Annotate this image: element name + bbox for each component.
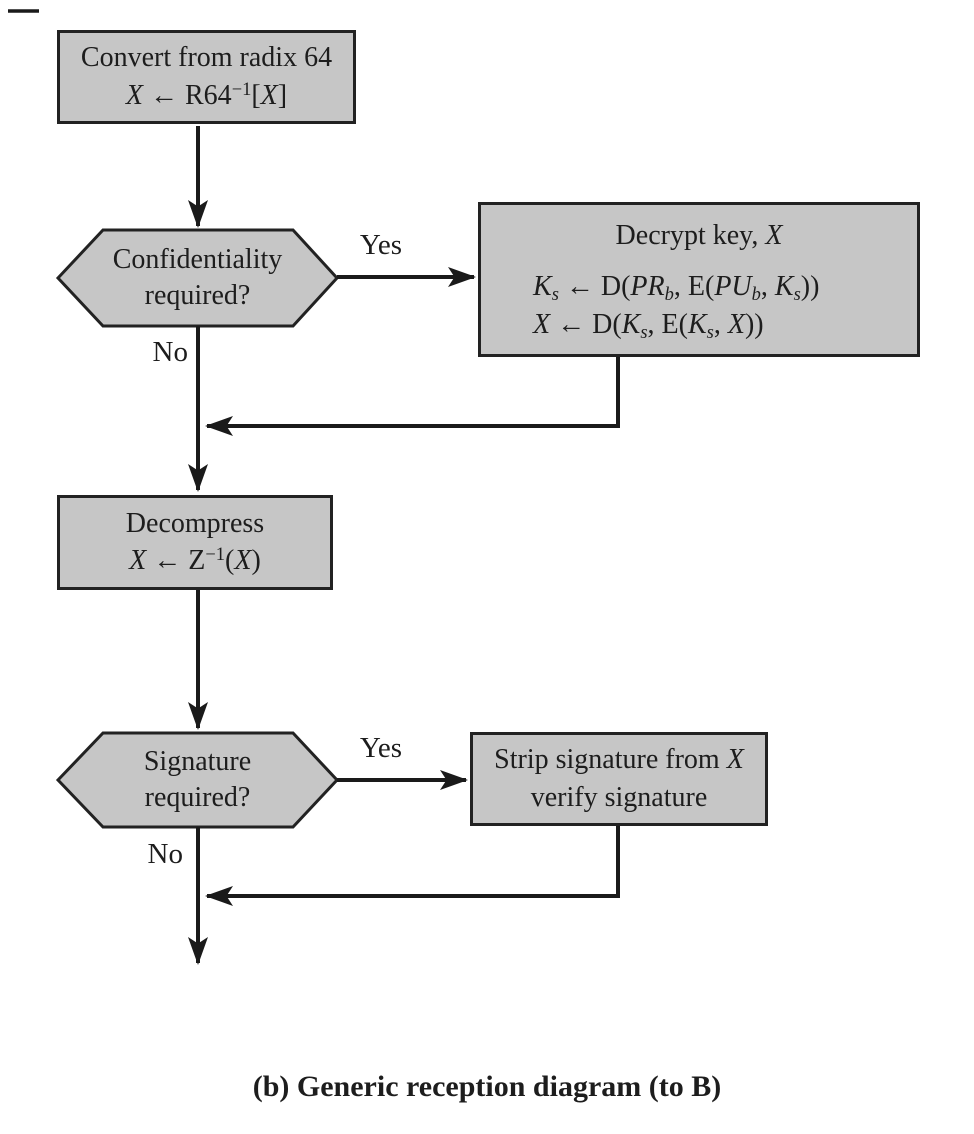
strip-signature-box: Strip signature from X verify signature [470, 732, 768, 826]
convert-radix-box: Convert from radix 64 X ← R64−1[X] [57, 30, 356, 124]
convert-radix-label: Convert from radix 64 [80, 42, 333, 74]
decrypt-key-box: Decrypt key, X Ks ← D(PRb, E(PUb, Ks)) X… [478, 202, 920, 357]
strip-signature-line1: Strip signature from X [494, 744, 744, 776]
confidentiality-no-label: No [152, 336, 188, 368]
decrypt-key-title: Decrypt key, X [615, 220, 783, 251]
decompress-box: Decompress X ← Z−1(X) [57, 495, 333, 590]
signature-yes-label: Yes [359, 732, 403, 764]
convert-radix-formula: X ← R64−1[X] [125, 78, 288, 112]
decompress-formula: X ← Z−1(X) [129, 544, 261, 577]
strip-signature-line2: verify signature [530, 782, 708, 813]
signature-no-label: No [147, 838, 183, 870]
connector-decrypt-merge [205, 356, 620, 436]
confidentiality-hexagon-shape [55, 228, 340, 328]
connector-strip-merge [205, 825, 620, 906]
confidentiality-yes-label: Yes [359, 229, 403, 261]
figure-caption: (b) Generic reception diagram (to B) [252, 1070, 722, 1103]
decompress-label: Decompress [125, 507, 265, 539]
decrypt-key-formulas: Ks ← D(PRb, E(PUb, Ks)) X ← D(Ks, E(Ks, … [489, 268, 909, 346]
decrypt-formula-1: Ks ← D(PRb, E(PUb, Ks)) [533, 270, 820, 304]
decrypt-formula-2: X ← D(Ks, E(Ks, X)) [533, 309, 764, 343]
signature-hexagon-shape [55, 731, 340, 829]
